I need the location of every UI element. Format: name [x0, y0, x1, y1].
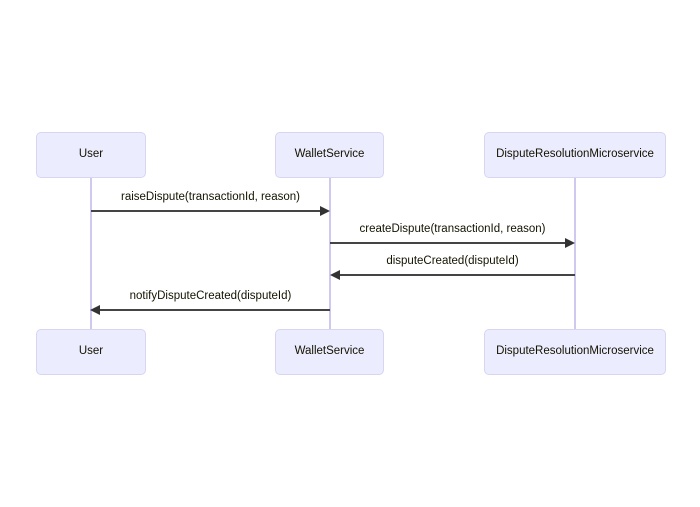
- participant-top-disputeresolutionmicroservice[interactable]: DisputeResolutionMicroservice: [484, 132, 666, 178]
- message-label-2: createDispute(transactionId, reason): [359, 223, 546, 235]
- participant-top-user[interactable]: User: [36, 132, 146, 178]
- participant-bottom-walletservice[interactable]: WalletService: [275, 329, 384, 375]
- arrowhead-left-icon-3: [330, 270, 340, 280]
- lifeline-walletservice: [329, 178, 331, 330]
- arrowhead-left-icon-4: [90, 305, 100, 315]
- lifeline-user: [90, 178, 92, 330]
- message-line-2: [330, 242, 568, 244]
- arrowhead-right-icon-1: [320, 206, 330, 216]
- message-line-4: [98, 309, 330, 311]
- participant-bottom-walletservice-label: WalletService: [294, 345, 365, 358]
- participant-bottom-user[interactable]: User: [36, 329, 146, 375]
- participant-top-walletservice-label: WalletService: [294, 148, 365, 161]
- lifeline-disputeresolutionmicroservice: [574, 178, 576, 330]
- participant-bottom-user-label: User: [78, 345, 104, 358]
- message-line-3: [337, 274, 575, 276]
- message-line-1: [91, 210, 323, 212]
- message-label-4: notifyDisputeCreated(disputeId): [129, 290, 292, 302]
- participant-top-user-label: User: [78, 148, 104, 161]
- participant-top-disputeresolutionmicroservice-label: DisputeResolutionMicroservice: [496, 148, 654, 161]
- participant-top-walletservice[interactable]: WalletService: [275, 132, 384, 178]
- arrowhead-right-icon-2: [565, 238, 575, 248]
- message-label-1: raiseDispute(transactionId, reason): [121, 191, 300, 203]
- participant-bottom-disputeresolutionmicroservice-label: DisputeResolutionMicroservice: [496, 345, 654, 358]
- message-label-3: disputeCreated(disputeId): [386, 255, 519, 267]
- participant-bottom-disputeresolutionmicroservice[interactable]: DisputeResolutionMicroservice: [484, 329, 666, 375]
